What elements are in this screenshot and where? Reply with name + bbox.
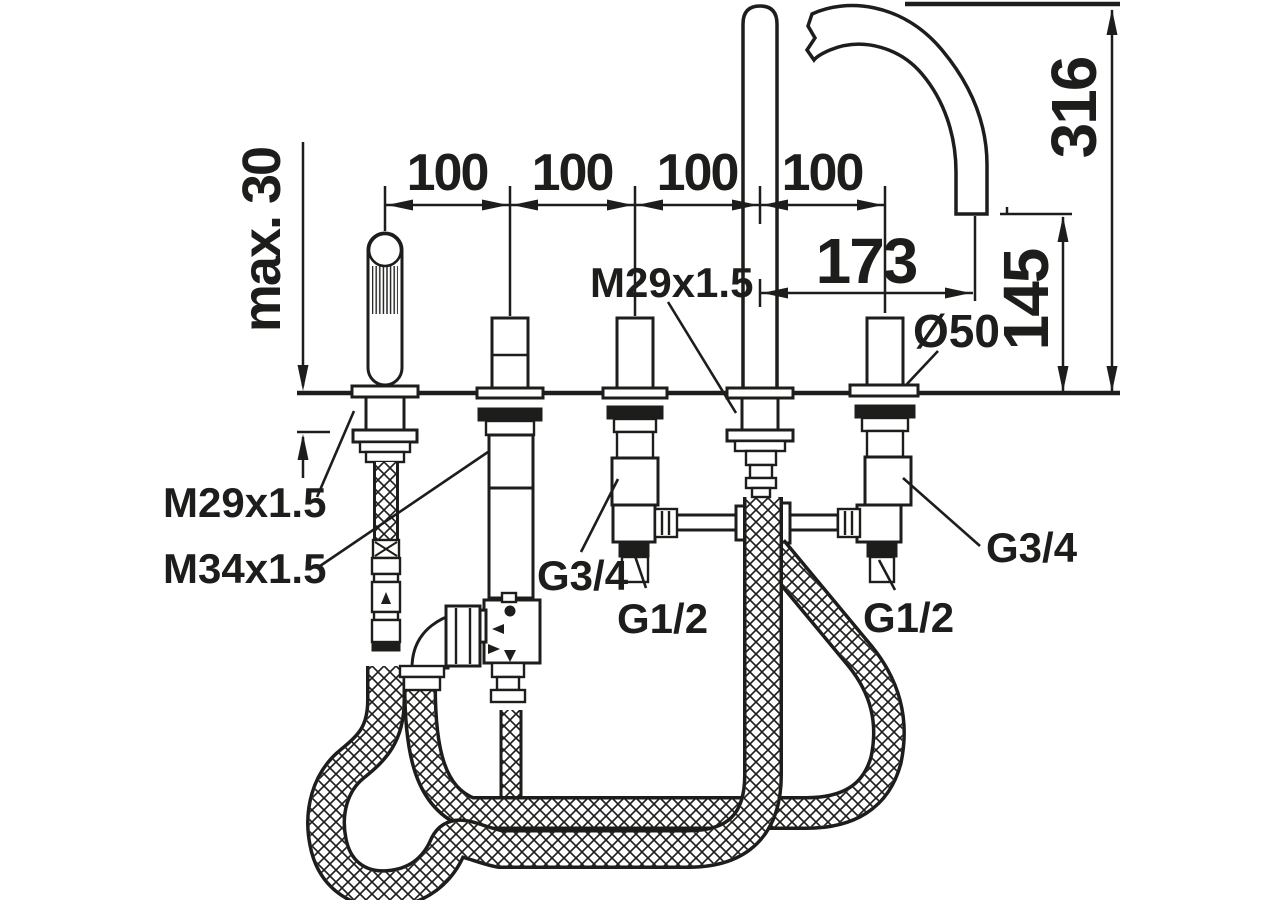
flow-arrow-left	[492, 624, 504, 634]
handshower-ring-1	[358, 440, 412, 454]
coupler-cross	[374, 541, 398, 557]
left-valve-unit	[601, 316, 679, 584]
dim-label-spacing-4: 100	[782, 144, 863, 202]
right-valve-union	[836, 507, 862, 539]
spout-hose-coupler	[744, 476, 778, 490]
mounting-deck	[297, 390, 1120, 434]
handshower-unit	[350, 231, 420, 652]
dim-label-deck-thickness: max. 30	[232, 148, 292, 332]
right-valve-outlet-nut	[866, 541, 898, 558]
spout-curve	[804, 3, 989, 216]
spout-hose-neck	[750, 486, 772, 499]
connection-callouts: M29x1.5 M29x1.5 M34x1.5 G3/4 G1/2 G1/2 G…	[163, 259, 1078, 642]
block-port-dot	[504, 605, 516, 617]
left-valve-locknut	[606, 405, 664, 420]
label-diameter-50: Ø50	[913, 305, 1000, 357]
mixer-outlet-ring	[489, 688, 527, 704]
dim-label-spacing-2: 100	[532, 144, 613, 202]
flow-arrow-down	[504, 650, 516, 662]
label-m34-left: M34x1.5	[163, 545, 326, 592]
spout-nut-step	[733, 439, 787, 453]
right-valve-neck	[865, 429, 905, 459]
left-valve-body-above-deck	[615, 316, 655, 392]
dim-label-outlet-height: 145	[990, 249, 1062, 350]
block-top-tab	[500, 591, 518, 604]
check-valve-bottom	[370, 618, 402, 644]
check-valve-ring-1	[372, 572, 400, 584]
leader-g12-right	[877, 559, 897, 591]
right-valve-collar	[860, 416, 910, 433]
leader-m29-top	[666, 301, 738, 414]
dimension-outlet-height-145: 145	[990, 207, 1072, 392]
elbow-supply-hose	[403, 539, 906, 830]
spout-ring-1	[744, 449, 778, 467]
flow-arrow-check-valve	[381, 592, 391, 604]
right-valve-body-below	[855, 503, 903, 544]
left-valve-rosette	[601, 386, 669, 400]
dim-label-spacing-3: 100	[657, 144, 738, 202]
label-g34-left: G3/4	[537, 552, 629, 599]
mixer-locknut	[477, 407, 543, 422]
mixer-collar	[484, 419, 536, 437]
label-m29-left: M29x1.5	[163, 479, 326, 526]
right-valve-rosette	[848, 383, 920, 398]
leader-diameter-50	[906, 350, 939, 385]
dimension-spout-height-316: 316	[905, 1, 1120, 392]
flexible-hoses	[306, 497, 906, 900]
mixer-unit	[398, 316, 545, 704]
right-valve-body-above-deck	[865, 316, 905, 390]
dimension-spacing-100: 100 100 100 100	[383, 144, 887, 316]
handshower-ring-2	[364, 450, 406, 464]
leader-m29-left	[315, 410, 356, 498]
spout-locknut	[725, 428, 795, 443]
mixer-cartridge-body	[487, 486, 535, 600]
label-g12-right: G1/2	[863, 594, 954, 641]
spout-shank-thread-m29	[740, 396, 780, 432]
leader-g12-left	[633, 555, 648, 589]
left-valve-thread-g34	[610, 456, 660, 507]
right-valve-outlet-thread-g12	[868, 555, 896, 584]
elbow-union-nut	[444, 604, 482, 668]
left-valve-neck	[615, 430, 655, 460]
leader-m34-left	[319, 450, 489, 568]
dim-label-spout-height: 316	[1038, 57, 1110, 158]
check-valve-ring-2	[372, 610, 400, 622]
mixer-outlet-thread	[495, 675, 521, 692]
right-valve-locknut	[854, 404, 916, 419]
mixer-outlet-nut	[490, 661, 526, 679]
label-g12-left: G1/2	[617, 595, 708, 642]
leader-g34-right	[902, 477, 981, 547]
handshower-rosette	[350, 384, 420, 399]
label-g34-right: G3/4	[986, 524, 1078, 571]
right-valve-thread-g34	[863, 455, 913, 507]
left-valve-union	[653, 507, 679, 539]
right-valve-unit	[836, 316, 920, 584]
mixer-shank-thread	[487, 433, 535, 490]
handshower-shank-thread	[364, 395, 406, 432]
flow-arrow-right	[488, 644, 500, 654]
hose-ferrule	[371, 641, 401, 652]
spout-ring-2	[748, 463, 774, 480]
check-valve-top	[370, 556, 402, 576]
handshower-locknut	[351, 428, 419, 444]
handshower-knurl	[372, 266, 398, 314]
mixer-rosette	[475, 386, 545, 400]
left-valve-collar	[612, 417, 658, 434]
dim-label-spacing-1: 100	[407, 144, 488, 202]
dimension-deck-thickness-max30: max. 30	[232, 142, 309, 478]
handshower-hose	[306, 497, 783, 900]
elbow-ring-2	[402, 675, 442, 692]
leader-g34-left	[579, 478, 620, 553]
left-valve-body-below	[611, 503, 657, 544]
elbow-ring-1	[398, 664, 446, 679]
dimension-spout-projection-173: 173	[758, 216, 977, 307]
dim-label-projection: 173	[816, 225, 917, 297]
label-m29-top: M29x1.5	[590, 259, 753, 306]
